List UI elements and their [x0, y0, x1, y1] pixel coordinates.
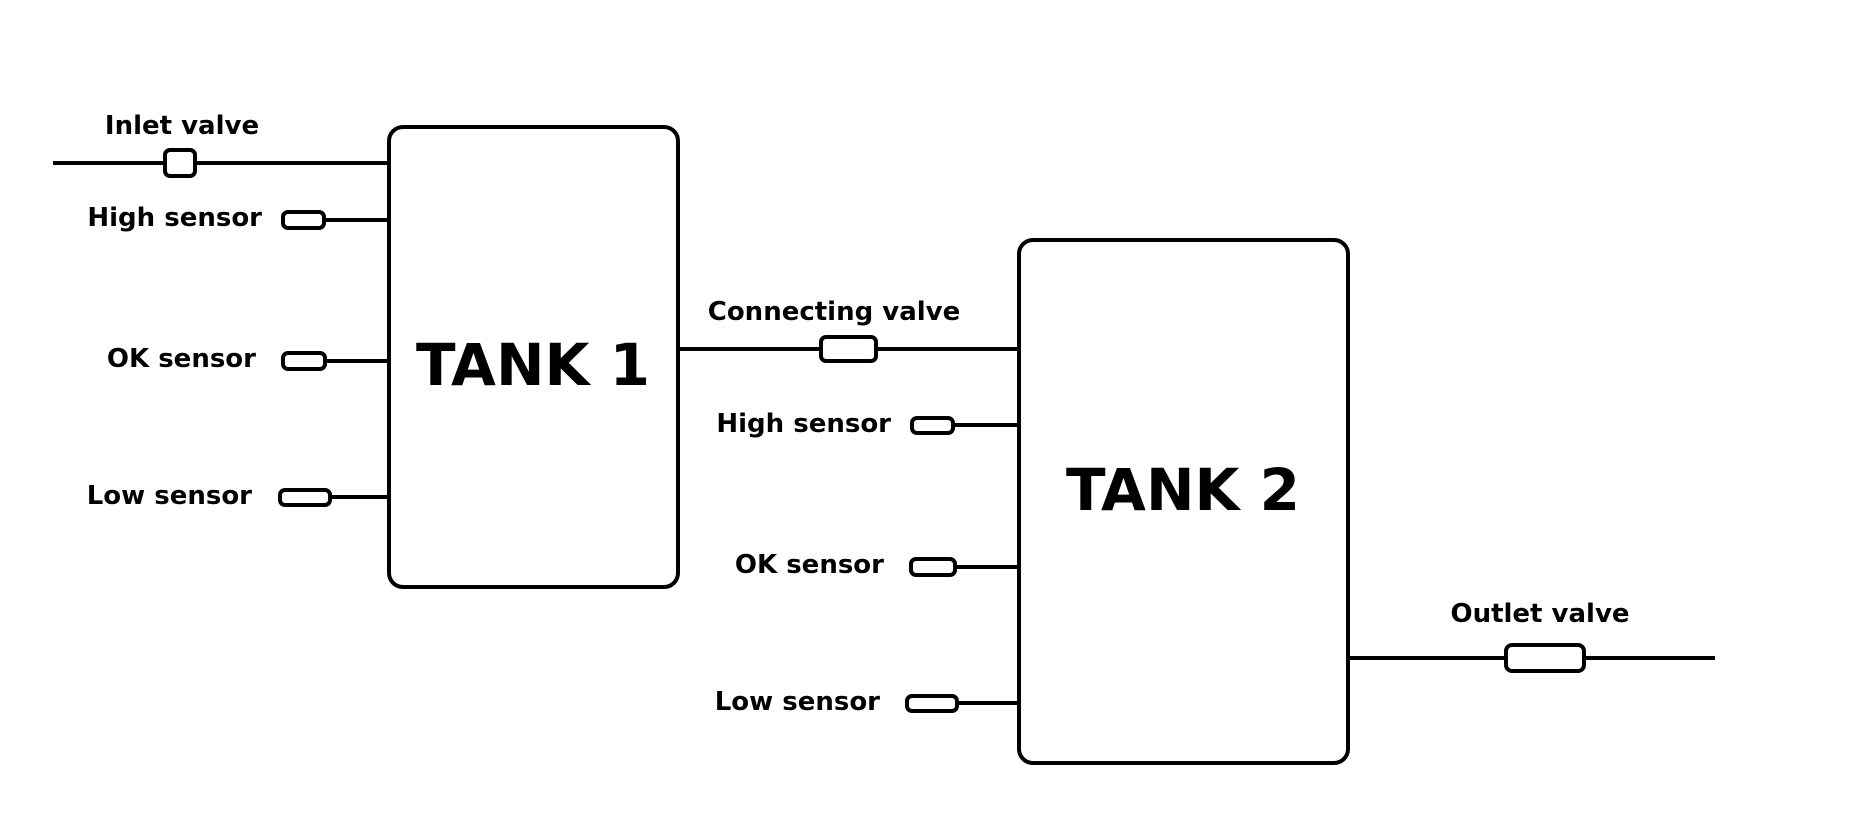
tank-1-high-sensor[interactable]: [281, 210, 326, 230]
tank-1-low-sensor-group: Low sensor: [87, 481, 389, 511]
tank-1-body[interactable]: [387, 125, 680, 589]
inlet-valve[interactable]: [163, 148, 197, 178]
tank-1-low-sensor[interactable]: [278, 488, 332, 507]
tank-2-ok-sensor-label: OK sensor: [735, 550, 884, 580]
tank-2-ok-sensor[interactable]: [909, 557, 957, 577]
tank-2-low-sensor-label: Low sensor: [715, 687, 880, 717]
tank-2-low-sensor[interactable]: [905, 694, 959, 713]
tank-2-title: TANK 2: [1066, 456, 1300, 524]
tank-1-ok-sensor[interactable]: [281, 351, 327, 371]
tank-2-high-sensor-group: High sensor: [716, 409, 1019, 439]
outlet-valve-label: Outlet valve: [1450, 599, 1629, 629]
tank-1-low-sensor-label: Low sensor: [87, 481, 252, 511]
connecting-valve[interactable]: [819, 335, 878, 363]
tank-1-ok-sensor-label: OK sensor: [107, 344, 256, 374]
tank-1-high-sensor-group: High sensor: [87, 203, 389, 233]
connecting-valve-label: Connecting valve: [708, 297, 961, 327]
connecting-valve-group: Connecting valve: [678, 297, 1019, 363]
tank-2-low-sensor-group: Low sensor: [715, 687, 1019, 717]
tank-2-body[interactable]: [1017, 238, 1350, 765]
inlet-valve-label: Inlet valve: [105, 111, 259, 141]
tank-1-ok-sensor-group: OK sensor: [107, 344, 389, 374]
tank-1-high-sensor-label: High sensor: [87, 203, 262, 233]
tank-2: TANK 2: [1017, 238, 1350, 765]
inlet-valve-group: Inlet valve: [53, 111, 389, 178]
tank-2-high-sensor[interactable]: [910, 416, 955, 435]
tank-1: TANK 1: [387, 125, 680, 589]
outlet-valve-group: Outlet valve: [1348, 599, 1715, 673]
tank-2-ok-sensor-group: OK sensor: [735, 550, 1019, 580]
outlet-valve[interactable]: [1504, 643, 1586, 673]
tank-1-title: TANK 1: [416, 331, 650, 399]
tank-2-high-sensor-label: High sensor: [716, 409, 891, 439]
